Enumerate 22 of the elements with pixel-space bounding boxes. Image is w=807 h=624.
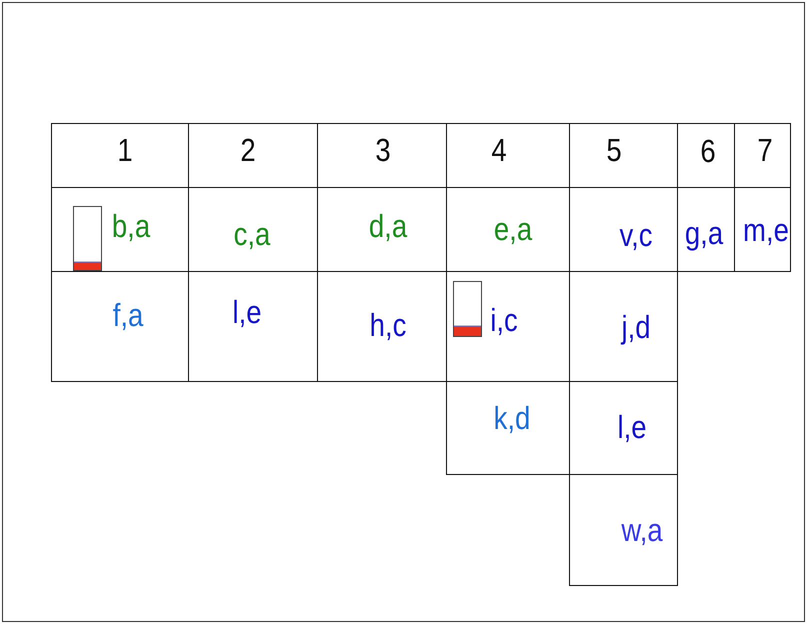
cell-text: l,e [617,411,647,443]
column-number: 4 [491,134,507,166]
column-number: 5 [606,134,622,166]
cell-text: j,d [621,311,651,343]
cell-text: f,a [112,299,144,331]
cell-text: i,c [490,304,518,336]
column-number: 6 [700,135,716,167]
cell-text: k,d [494,402,530,434]
cell-text: b,a [112,210,150,242]
column-number: 2 [240,134,256,166]
column-number: 7 [757,134,773,166]
cell-text: l,e [232,296,262,328]
cell-text: e,a [494,213,532,245]
column-number: 1 [117,134,133,166]
cell-text: g,a [684,217,724,249]
cell-text: m,e [743,214,789,246]
cell-text: h,c [370,309,406,341]
cell-text: w,a [621,514,663,546]
cell-text: c,a [234,218,270,250]
column-number: 3 [375,134,391,166]
cell-text: d,a [368,210,408,242]
cell-text: v,c [619,219,653,251]
